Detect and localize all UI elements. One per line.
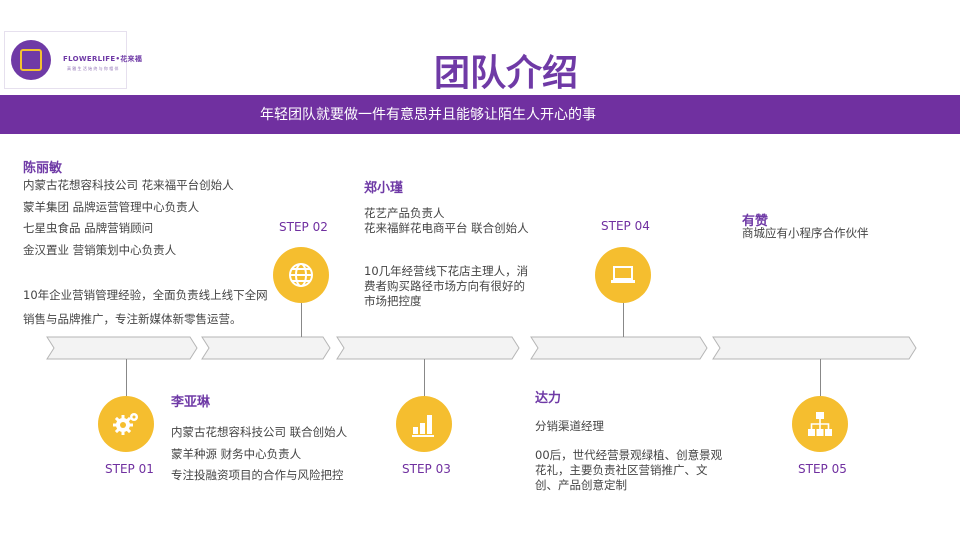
bar-chart-icon xyxy=(412,415,434,437)
connector-line xyxy=(820,359,821,396)
member-name-you: 有赞 xyxy=(742,214,769,229)
desc-line: 10年企业营销管理经验，全面负责线上线下全网 xyxy=(23,288,268,302)
member-name-li: 李亚琳 xyxy=(171,395,211,410)
role-line: 专注投融资项目的合作与风险把控 xyxy=(171,468,344,482)
step-03-label: STEP 03 xyxy=(402,462,451,476)
role-line: 金汉置业 营销策划中心负责人 xyxy=(23,242,177,257)
role-line: 蒙羊种源 财务中心负责人 xyxy=(171,446,302,461)
page-title: 团队介绍 xyxy=(433,53,578,94)
member-name-chen: 陈丽敏 xyxy=(23,161,63,176)
role-line: 七星虫食品 品牌营销顾问 xyxy=(23,221,154,235)
role-line: 内蒙古花想容科技公司 花来福平台创始人 xyxy=(23,178,234,192)
org-chart-icon xyxy=(808,412,832,436)
member-role-zheng: 花艺产品负责人 花来福鲜花电商平台 联合创始人 xyxy=(364,206,539,236)
member-name-da: 达力 xyxy=(535,391,562,406)
step-01-badge xyxy=(98,396,154,452)
member-roles-chen: 内蒙古花想容科技公司 花来福平台创始人 蒙羊集团 品牌运营管理中心负责人 七星虫… xyxy=(23,175,234,261)
timeline-segment-5 xyxy=(712,336,917,360)
step-04-badge xyxy=(595,247,651,303)
timeline-segment-2 xyxy=(201,336,331,360)
laptop-icon xyxy=(611,266,635,283)
step-02-badge xyxy=(273,247,329,303)
timeline-segment-4 xyxy=(530,336,708,360)
step-02-label: STEP 02 xyxy=(279,220,328,234)
connector-line xyxy=(126,359,127,396)
step-03-badge xyxy=(396,396,452,452)
connector-line xyxy=(623,290,624,337)
connector-line xyxy=(424,359,425,396)
member-desc-zheng: 10几年经营线下花店主理人，消费者购买路径市场方向有很好的市场把控度 xyxy=(364,264,529,308)
gear-icon xyxy=(113,413,138,435)
member-role-da: 分销渠道经理 xyxy=(535,419,604,433)
slogan-text: 年轻团队就要做一件有意思并且能够让陌生人开心的事 xyxy=(260,107,596,123)
step-05-label: STEP 05 xyxy=(798,462,847,476)
timeline-segment-1 xyxy=(46,336,198,360)
step-05-badge xyxy=(792,396,848,452)
company-logo: FLOWERLIFE•花来福 高 雅 生 活 始 终 与 你 相 伴 xyxy=(4,31,142,89)
logo-subtitle: 高 雅 生 活 始 终 与 你 相 伴 xyxy=(67,66,119,71)
role-line: 花艺产品负责人 xyxy=(364,206,445,220)
member-desc-da: 00后，世代经营景观绿植、创意景观花礼，主要负责社区营销推广、文创、产品创意定制 xyxy=(535,448,723,492)
slogan-banner xyxy=(0,95,960,134)
role-line: 蒙羊集团 品牌运营管理中心负责人 xyxy=(23,199,200,214)
member-roles-li: 内蒙古花想容科技公司 联合创始人 蒙羊种源 财务中心负责人 专注投融资项目的合作… xyxy=(171,422,347,487)
step-04-label: STEP 04 xyxy=(601,219,650,233)
connector-line xyxy=(301,290,302,337)
flower-seal-icon xyxy=(11,40,51,80)
role-line: 花来福鲜花电商平台 联合创始人 xyxy=(364,221,529,235)
role-line: 内蒙古花想容科技公司 联合创始人 xyxy=(171,425,348,439)
timeline-segment-3 xyxy=(336,336,520,360)
globe-icon xyxy=(289,263,313,287)
desc-line: 销售与品牌推广，专注新媒体新零售运营。 xyxy=(23,312,242,326)
member-name-zheng: 郑小瑾 xyxy=(364,181,404,196)
member-desc-chen: 10年企业营销管理经验，全面负责线上线下全网 销售与品牌推广，专注新媒体新零售运… xyxy=(23,283,268,331)
member-role-you: 商城应有小程序合作伙伴 xyxy=(742,226,869,240)
step-01-label: STEP 01 xyxy=(105,462,154,476)
logo-brand-text: FLOWERLIFE•花来福 xyxy=(63,55,143,63)
